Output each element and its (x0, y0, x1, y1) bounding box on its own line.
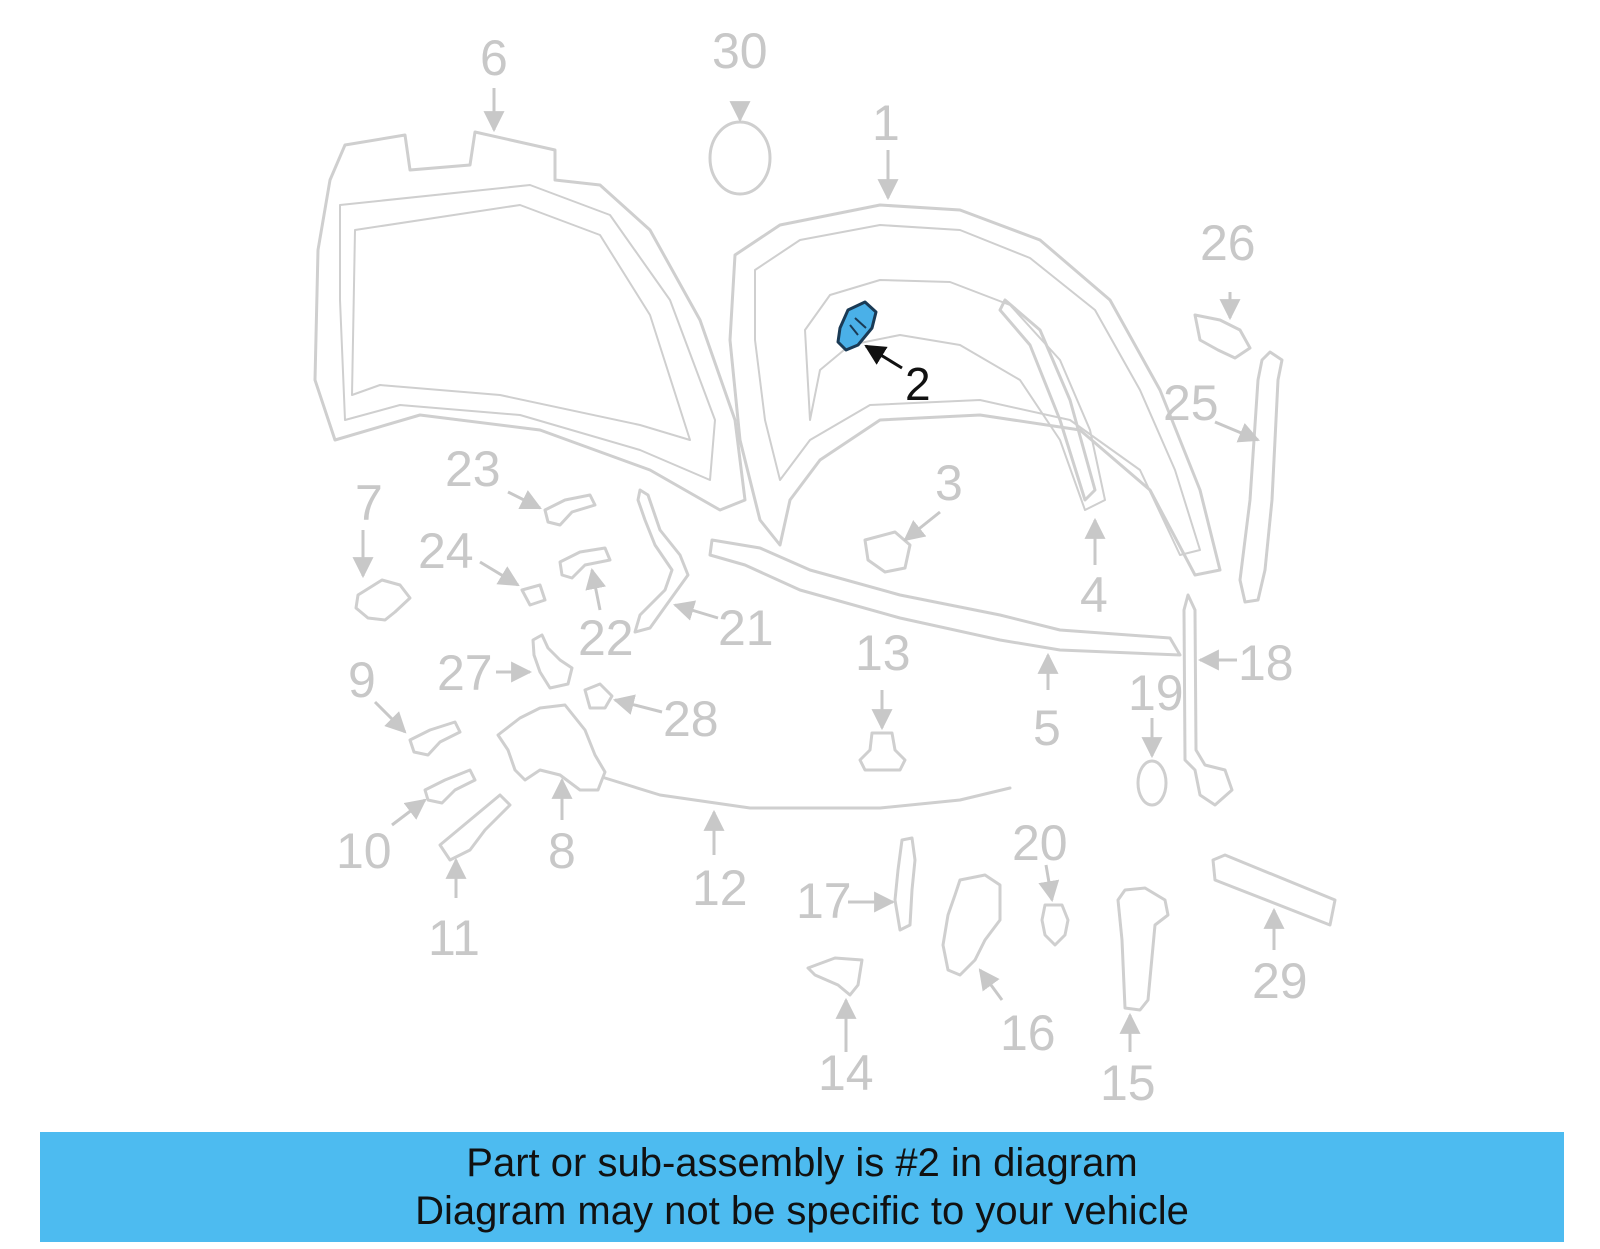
info-banner: Part or sub-assembly is #2 in diagram Di… (40, 1132, 1564, 1242)
part-2-highlighted[interactable] (836, 300, 878, 352)
callout-8[interactable]: 8 (548, 823, 576, 879)
leader-arrows (352, 88, 1285, 1052)
callout-11[interactable]: 11 (428, 910, 480, 966)
callout-22[interactable]: 22 (578, 610, 634, 666)
callout-15[interactable]: 15 (1100, 1055, 1156, 1111)
callout-25[interactable]: 25 (1163, 375, 1219, 431)
part-1-hood (728, 203, 1222, 577)
part-22-bolt (558, 546, 612, 580)
callout-27[interactable]: 27 (437, 645, 493, 701)
part-13-bumper (858, 731, 907, 772)
part-3-bumper (863, 530, 912, 574)
callout-23[interactable]: 23 (445, 441, 501, 497)
callout-16[interactable]: 16 (1000, 1005, 1056, 1061)
callout-26[interactable]: 26 (1200, 215, 1256, 271)
part-12-cable (603, 776, 1012, 810)
callout-20[interactable]: 20 (1012, 815, 1068, 871)
callout-24[interactable]: 24 (418, 523, 474, 579)
part-30-plug (708, 120, 772, 196)
part-8-latch (496, 703, 607, 792)
banner-line-disclaimer: Diagram may not be specific to your vehi… (415, 1189, 1189, 1233)
part-19-grommet (1136, 759, 1168, 807)
part-25-strut (1238, 350, 1284, 604)
callout-2[interactable]: 2 (905, 358, 931, 410)
part-10-bolt (423, 768, 477, 805)
part-5-strip (708, 538, 1182, 657)
part-26-clip (1193, 313, 1252, 360)
callout-3[interactable]: 3 (935, 455, 963, 511)
callout-13[interactable]: 13 (855, 625, 911, 681)
callout-6[interactable]: 6 (480, 30, 508, 86)
callout-29[interactable]: 29 (1252, 953, 1308, 1009)
part-11-clip (438, 793, 512, 862)
part-16-latch (941, 873, 1002, 977)
part-18-prop-rod (1182, 593, 1234, 807)
callout-21[interactable]: 21 (718, 600, 774, 656)
part-7-clip (354, 578, 412, 622)
part-14-cover (806, 956, 864, 997)
parts-diagram: 6 30 1 26 2 25 23 3 7 24 4 22 21 13 18 2… (313, 23, 1337, 1111)
part-17-bracket (893, 836, 917, 932)
part-24-nut (520, 583, 547, 607)
callout-18[interactable]: 18 (1238, 635, 1294, 691)
callout-19[interactable]: 19 (1128, 665, 1184, 721)
part-21-hinge (633, 488, 690, 634)
callout-4[interactable]: 4 (1080, 567, 1108, 623)
part-9-bolt (408, 720, 462, 757)
callout-5[interactable]: 5 (1033, 700, 1061, 756)
part-15-handle (1116, 886, 1170, 1012)
banner-line-part: Part or sub-assembly is #2 in diagram (466, 1141, 1138, 1185)
callout-labels: 6 30 1 26 2 25 23 3 7 24 4 22 21 13 18 2… (336, 23, 1308, 1111)
part-6-insulator (313, 130, 747, 512)
callout-30[interactable]: 30 (712, 23, 768, 79)
part-20-clip (1040, 903, 1070, 947)
part-4-seal (998, 298, 1097, 502)
callout-14[interactable]: 14 (818, 1045, 874, 1101)
callout-7[interactable]: 7 (355, 475, 383, 531)
callout-10[interactable]: 10 (336, 823, 392, 879)
part-27-bracket (531, 633, 574, 690)
part-23-bolt (543, 493, 597, 527)
callout-9[interactable]: 9 (348, 652, 376, 708)
callout-17[interactable]: 17 (796, 873, 852, 929)
callout-28[interactable]: 28 (663, 691, 719, 747)
part-28-pad (583, 682, 614, 710)
part-29-strip (1211, 853, 1337, 927)
callout-1[interactable]: 1 (872, 95, 900, 151)
callout-12[interactable]: 12 (692, 860, 748, 916)
